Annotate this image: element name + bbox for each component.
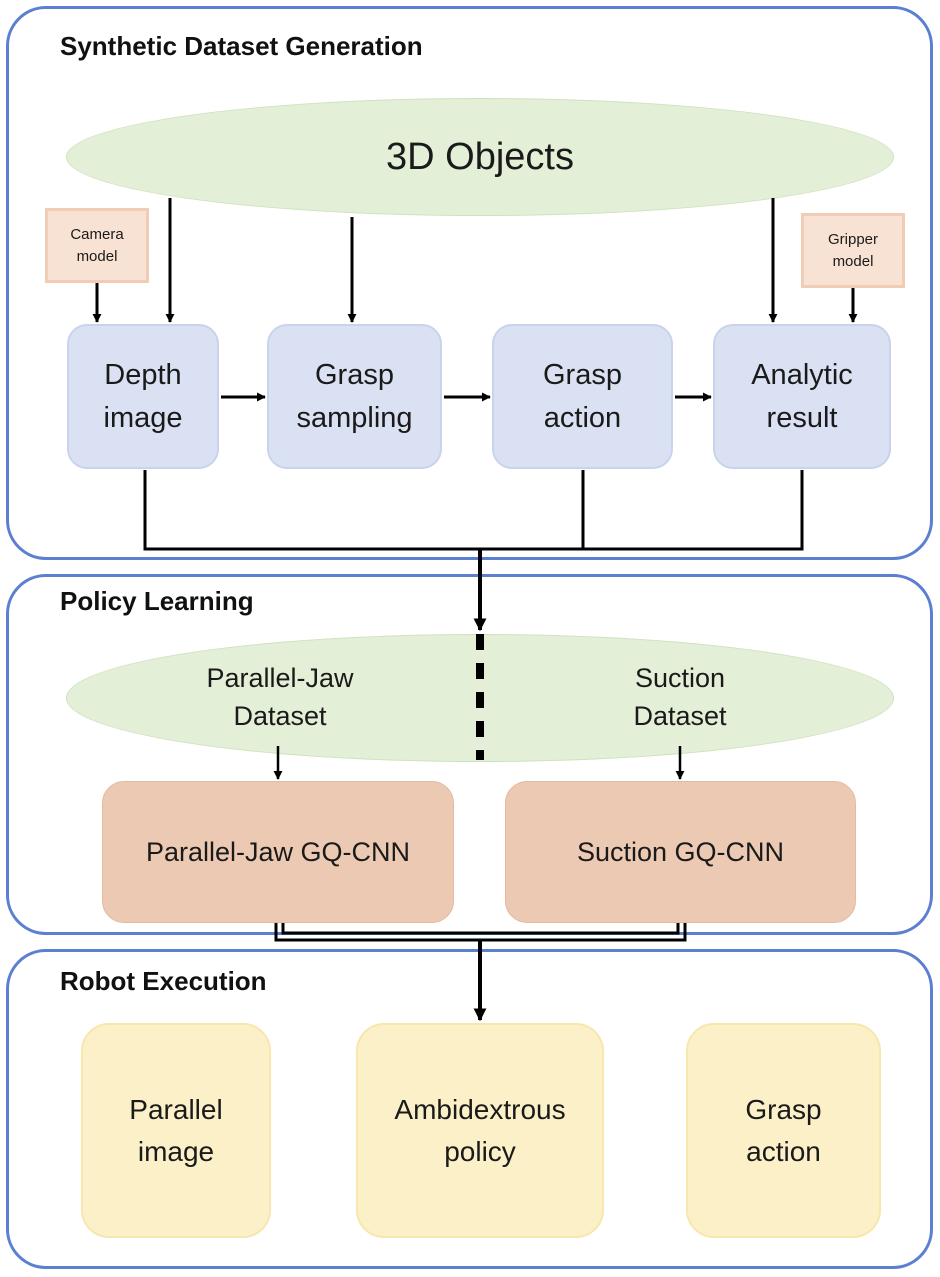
- 3d-objects-label: 3D Objects: [386, 135, 574, 178]
- analytic-result-label: Analytic result: [751, 359, 853, 434]
- grasp-action-label: Grasp action: [543, 359, 622, 434]
- parallel-jaw-gqcnn-box: Parallel-Jaw GQ-CNN: [102, 781, 454, 923]
- policy-panel-title: Policy Learning: [60, 586, 254, 616]
- robot-grasp-action-box: Grasp action: [686, 1023, 881, 1238]
- analytic-result-box: Analytic result: [713, 324, 891, 469]
- grasp-sampling-box: Grasp sampling: [267, 324, 442, 469]
- gripper-model-box: Gripper model: [801, 213, 905, 288]
- gripper-model-label: Gripper model: [827, 230, 879, 270]
- camera-model-label: Camera model: [70, 225, 124, 265]
- 3d-objects-ellipse: 3D Objects: [66, 98, 894, 216]
- parallel-jaw-dataset-label: Parallel-Jaw Dataset: [206, 663, 354, 731]
- robot-panel-title: Robot Execution: [60, 966, 267, 996]
- parallel-jaw-gqcnn-label: Parallel-Jaw GQ-CNN: [145, 836, 411, 867]
- suction-dataset-label: Suction Dataset: [633, 663, 727, 731]
- parallel-image-label: Parallel image: [129, 1093, 223, 1167]
- suction-gqcnn-label: Suction GQ-CNN: [576, 836, 785, 867]
- robot-grasp-action-label: Grasp action: [745, 1093, 822, 1167]
- grasp-sampling-label: Grasp sampling: [296, 359, 413, 434]
- cnn-merge-inner: [281, 923, 680, 935]
- ambidextrous-policy-box: Ambidextrous policy: [356, 1023, 604, 1238]
- synthetic-panel-title: Synthetic Dataset Generation: [60, 31, 423, 61]
- depth-image-label: Depth image: [103, 359, 183, 434]
- parallel-image-box: Parallel image: [81, 1023, 271, 1238]
- ambidextrous-policy-label: Ambidextrous policy: [394, 1093, 566, 1167]
- depth-image-box: Depth image: [67, 324, 219, 469]
- collector-line: [143, 470, 804, 551]
- grasp-action-box: Grasp action: [492, 324, 673, 469]
- camera-model-box: Camera model: [45, 208, 149, 283]
- suction-gqcnn-box: Suction GQ-CNN: [505, 781, 856, 923]
